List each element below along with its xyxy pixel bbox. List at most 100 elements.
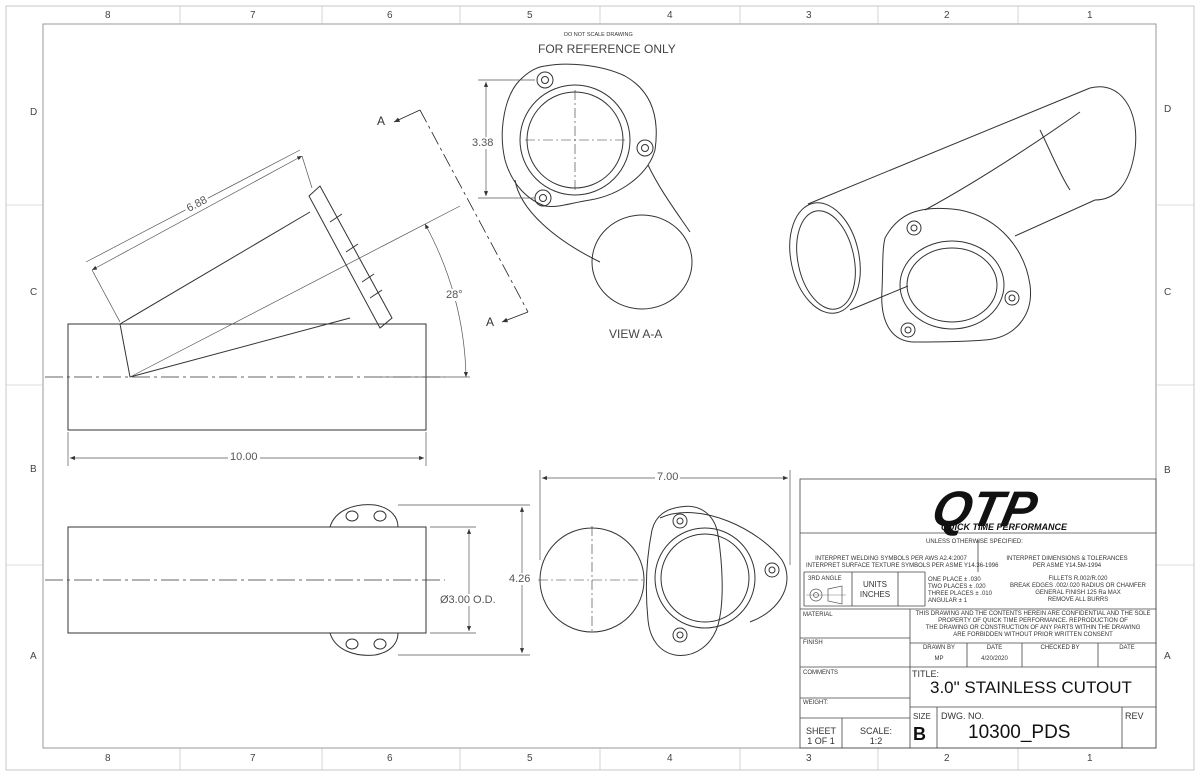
- zone-col-7: 7: [250, 10, 256, 21]
- tb-finish: FINISH: [803, 640, 823, 646]
- tb-title: 3.0" STAINLESS CUTOUT: [930, 678, 1132, 697]
- zone-row-d-right: D: [1164, 104, 1172, 115]
- svg-text:QUICK TIME PERFORMANCE: QUICK TIME PERFORMANCE: [941, 522, 1068, 532]
- zone-col-4: 4: [667, 10, 673, 21]
- tb-dwg-no: 10300_PDS: [968, 722, 1071, 743]
- iso-flange: [881, 207, 1032, 343]
- tb-sheet-label: SHEET: [805, 726, 836, 736]
- tb-conf-4: ARE FORBIDDEN WITHOUT PRIOR WRITTEN CONS…: [953, 632, 1113, 638]
- zone-col-2-bottom: 2: [944, 753, 950, 764]
- tb-title-label: TITLE:: [912, 669, 940, 679]
- zone-col-6: 6: [387, 10, 393, 21]
- tb-conf-2: PROPERTY OF QUICK TIME PERFORMANCE. REPR…: [938, 618, 1128, 624]
- tb-tol-2: TWO PLACES ± .020: [928, 584, 986, 590]
- tb-size-label: SIZE: [913, 712, 931, 721]
- end-view-bore-outer: [654, 527, 756, 629]
- third-angle-symbol: [806, 585, 846, 605]
- dim-label-3-38: 3.38: [472, 137, 494, 149]
- section-mark-bottom: A: [486, 315, 495, 329]
- tb-conf-3: THE DRAWING OR CONSTRUCTION OF ANY PARTS…: [925, 625, 1141, 631]
- zone-col-7-bottom: 7: [250, 753, 256, 764]
- iso-bore-outer: [899, 240, 1005, 330]
- zone-col-2: 2: [944, 10, 950, 21]
- tb-conf-1: THIS DRAWING AND THE CONTENTS HEREIN ARE…: [915, 611, 1151, 617]
- dim-label-7-00: 7.00: [655, 471, 681, 483]
- tb-sheet: 1 OF 1: [807, 736, 835, 746]
- section-line-a-a: [393, 109, 529, 323]
- tb-drawn-by: MP: [934, 656, 944, 662]
- inner-border: [42, 23, 1157, 749]
- tb-date2-label: DATE: [1119, 645, 1135, 651]
- tb-welding-1: INTERPRET WELDING SYMBOLS PER AWS A2.4:2…: [815, 556, 967, 562]
- dim-label-4-26: 4.26: [509, 573, 531, 585]
- zone-col-5-bottom: 5: [527, 753, 533, 764]
- zone-row-d: D: [30, 107, 38, 118]
- iso-pipe-end: [789, 202, 861, 314]
- tb-fin-2: BREAK EDGES .002/.020 RADIUS OR CHAMFER: [1009, 583, 1147, 589]
- zone-col-3: 3: [806, 10, 812, 21]
- tb-date-label: DATE: [986, 645, 1003, 651]
- tb-fin-1: FILLETS R.002/R.020: [1048, 576, 1108, 582]
- qtp-logo: QTP QUICK TIME PERFORMANCE: [927, 481, 1067, 537]
- zone-row-b: B: [30, 464, 37, 475]
- zone-row-c-right: C: [1164, 287, 1172, 298]
- tb-rev-label: REV: [1125, 711, 1144, 721]
- isometric-view: [789, 86, 1137, 343]
- zone-row-a-right: A: [1164, 651, 1171, 662]
- zone-col-8: 8: [105, 10, 111, 21]
- zone-row-b-right: B: [1164, 465, 1171, 476]
- tb-fin-3: GENERAL FINISH 125 Ra MAX: [1035, 590, 1121, 596]
- dim-diameter: [430, 526, 476, 634]
- zone-col-1-bottom: 1: [1087, 753, 1093, 764]
- side-view: [45, 185, 445, 431]
- view-aa-flange: [501, 63, 657, 207]
- end-view: [538, 505, 788, 656]
- zone-col-4-bottom: 4: [667, 753, 673, 764]
- tb-welding-2: INTERPRET SURFACE TEXTURE SYMBOLS PER AS…: [806, 563, 999, 569]
- tb-dims-2: PER ASME Y14.5M-1994: [1032, 563, 1102, 569]
- dim-7-00: [539, 470, 791, 565]
- branch-flange: [308, 185, 393, 329]
- tb-comments: COMMENTS: [803, 670, 838, 676]
- tb-dwg-no-label: DWG. NO.: [941, 711, 984, 721]
- view-aa-pipe-end: [591, 214, 693, 310]
- tb-size: B: [913, 724, 926, 744]
- tb-third-angle: 3RD ANGLE: [808, 576, 842, 582]
- tb-drawn-by-label: DRAWN BY: [922, 645, 956, 651]
- branch-upper-edge: [119, 211, 311, 325]
- zone-ticks: [6, 6, 1194, 770]
- iso-pipe-top: [807, 87, 1091, 205]
- zone-col-3-bottom: 3: [806, 753, 812, 764]
- reference-note: FOR REFERENCE ONLY: [538, 42, 676, 56]
- zone-col-8-bottom: 8: [105, 753, 111, 764]
- zone-col-1: 1: [1087, 10, 1093, 21]
- tb-tol-4: ANGULAR ± 1: [928, 598, 967, 604]
- tb-dims-1: INTERPRET DIMENSIONS & TOLERANCES: [1006, 556, 1128, 562]
- zone-row-a: A: [30, 651, 37, 662]
- tb-checked-by-label: CHECKED BY: [1040, 645, 1080, 651]
- tb-fin-4: REMOVE ALL BURRS: [1047, 597, 1109, 603]
- tb-unless-specified: UNLESS OTHERWISE SPECIFIED:: [926, 539, 1023, 545]
- zone-col-6-bottom: 6: [387, 753, 393, 764]
- svg-text:QTP: QTP: [927, 481, 1042, 537]
- dim-label-28: 28°: [446, 289, 463, 301]
- tb-units-2: INCHES: [859, 590, 891, 599]
- front-view: [45, 504, 445, 656]
- tb-tol-1: ONE PLACE ± .030: [928, 577, 981, 583]
- section-view-a-a: [501, 63, 693, 310]
- dim-label-diameter: Ø3.00 O.D.: [440, 594, 496, 606]
- title-block-frame: [799, 478, 1157, 749]
- tb-material: MATERIAL: [803, 612, 833, 618]
- tb-tol-3: THREE PLACES ± .010: [928, 591, 992, 597]
- tb-scale: 1:2: [869, 736, 883, 746]
- tb-units-1: UNITS: [863, 580, 887, 589]
- tb-scale-label: SCALE:: [859, 726, 892, 736]
- section-mark-top: A: [377, 114, 386, 128]
- dim-label-10-00: 10.00: [228, 451, 260, 463]
- view-a-a-label: VIEW A-A: [609, 327, 663, 341]
- tb-date: 4/20/2020: [981, 656, 1008, 662]
- dim-angle-28: [129, 205, 470, 378]
- tb-weight: WEIGHT:: [803, 700, 828, 706]
